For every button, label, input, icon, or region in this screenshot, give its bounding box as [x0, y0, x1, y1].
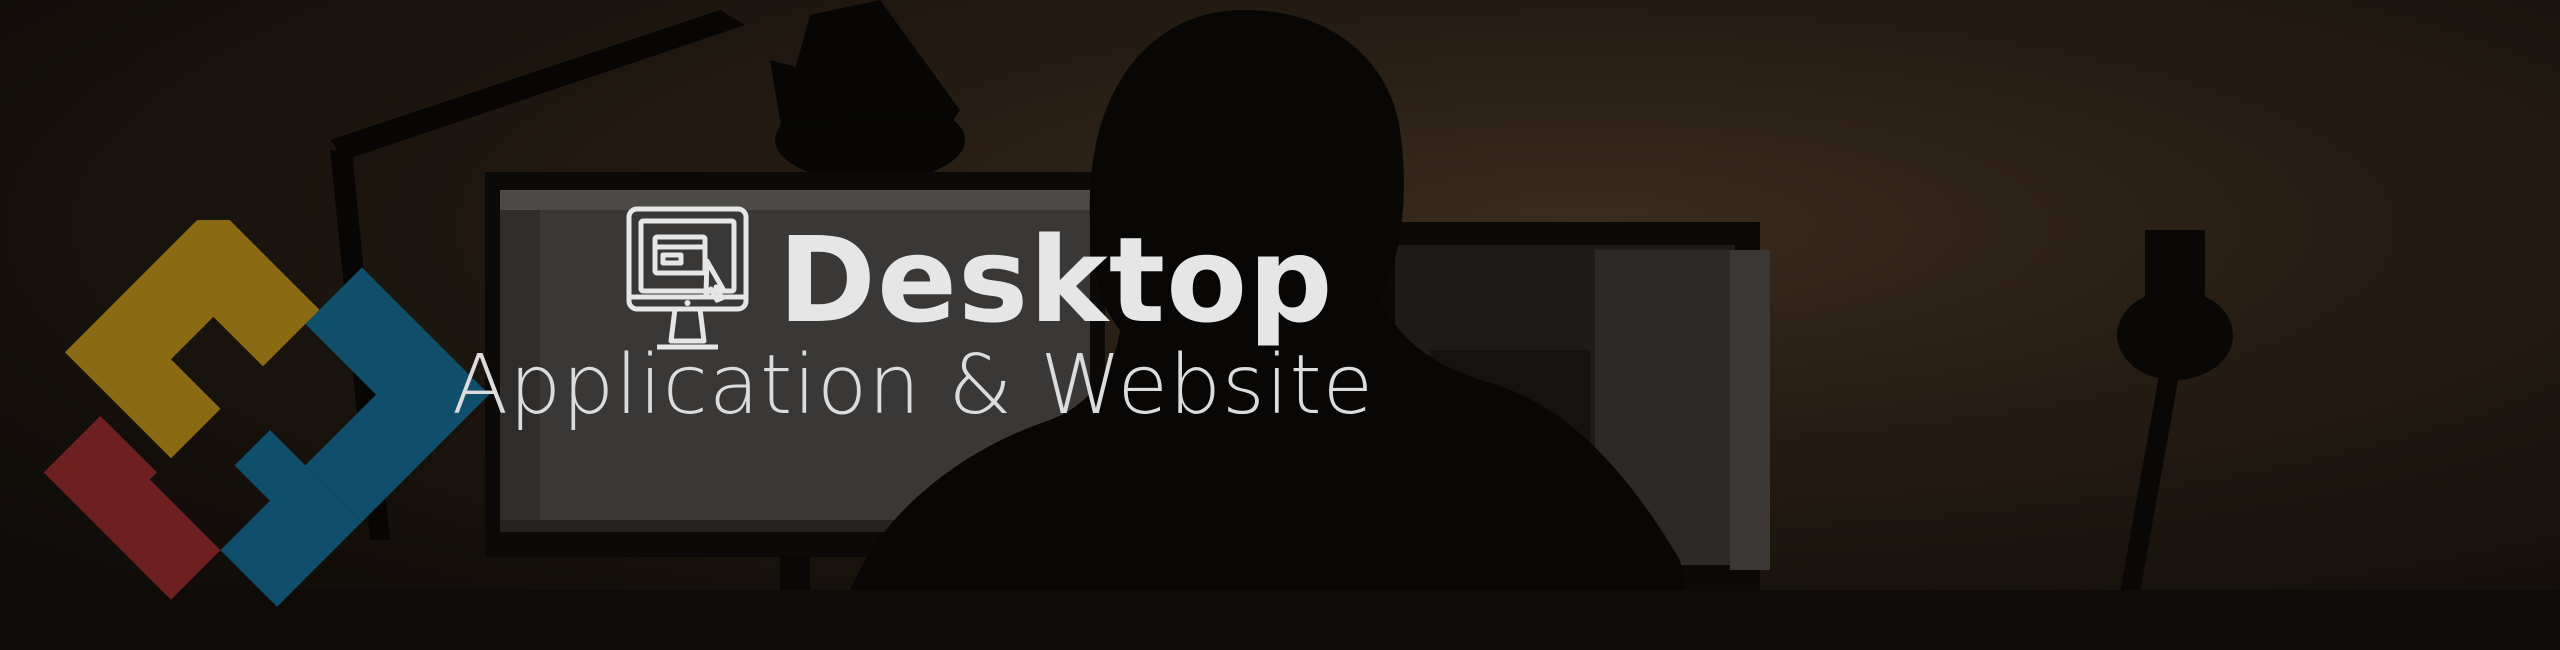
- company-logo: [43, 220, 490, 607]
- desktop-monitor-cursor-icon: [626, 206, 749, 350]
- person-silhouette: [820, 9, 1700, 650]
- desk-surface: [0, 590, 2560, 650]
- banner-subtitle: Application & Website: [452, 338, 1375, 433]
- right-lamp: [2090, 230, 2233, 630]
- headline: Desktop: [625, 205, 1334, 355]
- banner-title: Desktop: [778, 211, 1334, 349]
